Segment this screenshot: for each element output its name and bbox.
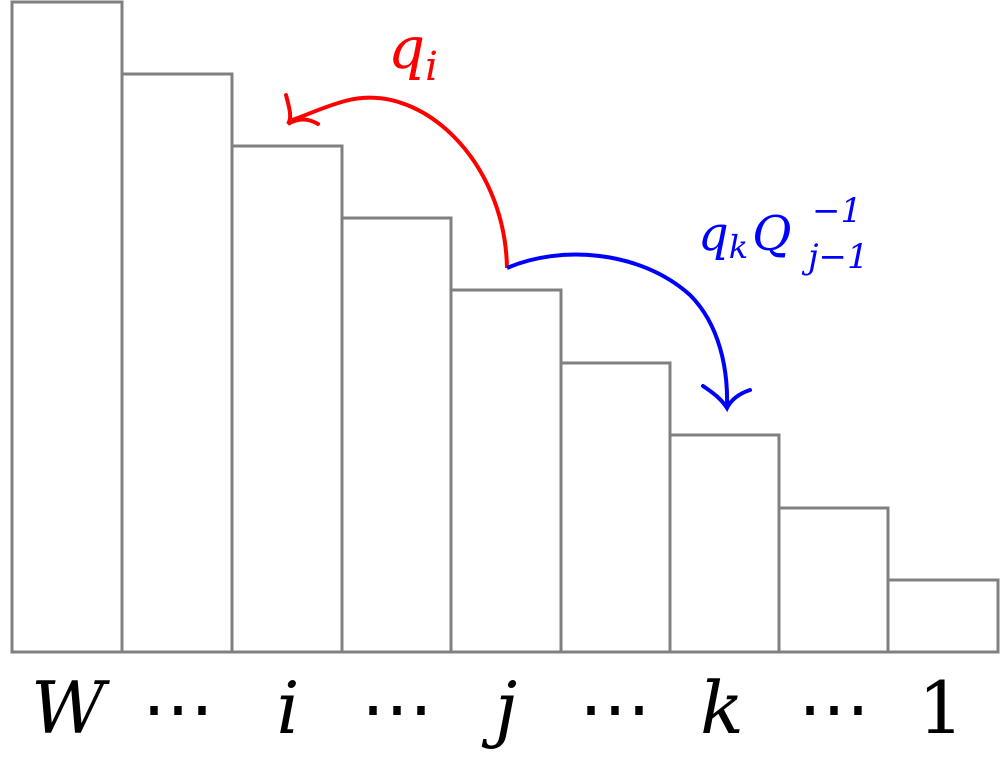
blue-arrow-curve: [506, 252, 730, 407]
red-label-q: q: [388, 14, 425, 82]
label-ellipsis-4: ⋯: [798, 666, 870, 750]
blue-label-Q: Q: [752, 206, 791, 262]
red-arrow-curve: [291, 95, 509, 269]
bar-i: [230, 144, 344, 654]
red-arrow: [284, 93, 509, 269]
blue-arrow: [506, 252, 752, 413]
blue-arrow-label: qkQ: [698, 206, 791, 266]
label-W: W: [31, 666, 110, 750]
blue-arrowhead-icon: [701, 384, 752, 413]
bar-8: [777, 506, 890, 654]
bottom-labels: W ⋯ i ⋯ j ⋯ k ⋯ 1: [31, 666, 964, 750]
blue-label-q: q: [698, 206, 729, 262]
label-i: i: [276, 666, 299, 750]
label-ellipsis-3: ⋯: [579, 666, 651, 750]
bar-4: [340, 216, 453, 654]
red-arrowhead-icon: [284, 93, 320, 126]
bar-6: [559, 361, 672, 654]
label-k: k: [700, 666, 744, 750]
red-arrow-label: qi: [388, 14, 438, 90]
label-j: j: [481, 666, 517, 750]
bar-k: [668, 433, 781, 654]
red-label-sub: i: [425, 44, 438, 90]
bar-W: [10, 0, 124, 654]
bar-j: [449, 288, 563, 654]
bar-2: [120, 72, 234, 654]
blue-label-Q-sup: −1: [812, 191, 862, 231]
bars: [10, 0, 1000, 654]
label-1: 1: [918, 666, 964, 750]
label-ellipsis-2: ⋯: [361, 666, 433, 750]
label-ellipsis-1: ⋯: [142, 666, 214, 750]
bar-1: [886, 578, 1000, 654]
blue-label-Q-sub: j−1: [801, 237, 869, 277]
blue-label-q-sub: k: [729, 228, 748, 266]
